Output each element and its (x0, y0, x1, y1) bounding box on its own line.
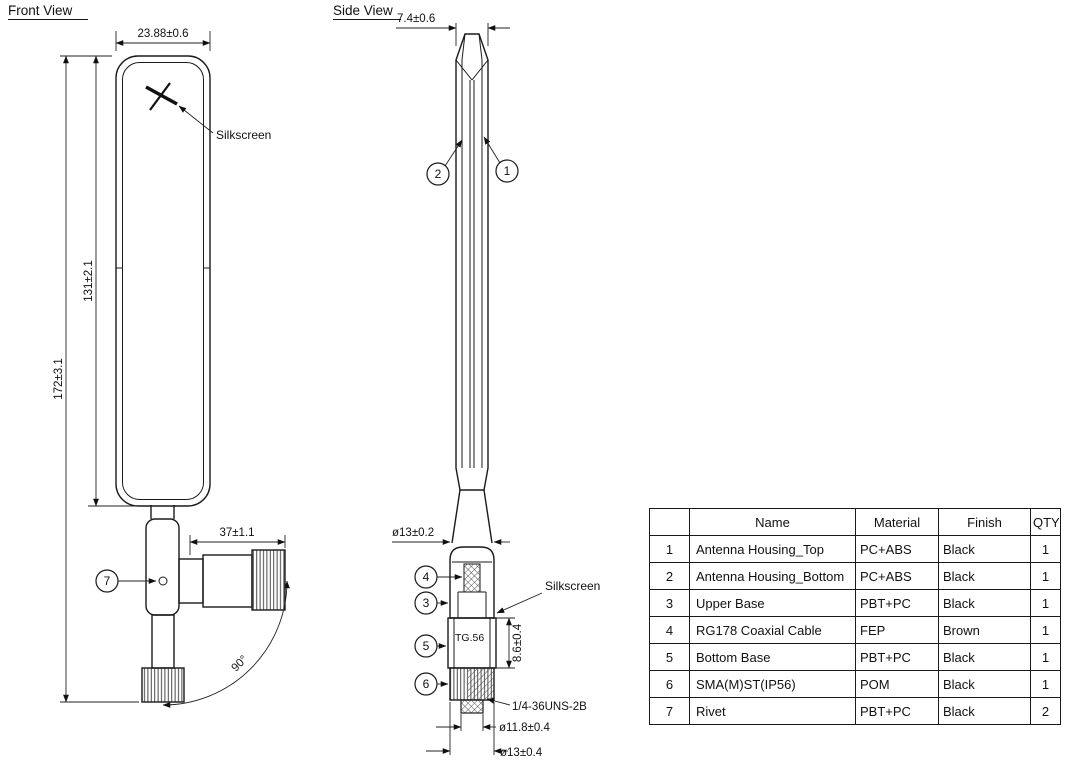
balloon-1: 1 (483, 136, 519, 183)
lower-tube-front (151, 614, 175, 669)
balloon-6: 6 (414, 672, 449, 696)
bom-header-material: Material (855, 508, 939, 536)
front-view-title: Front View (8, 3, 73, 18)
silkscreen-marking: TG.56 (455, 632, 484, 644)
bom-cell-material: PBT+PC (855, 697, 939, 725)
svg-text:7: 7 (104, 574, 111, 588)
svg-text:3: 3 (423, 596, 430, 610)
silkscreen-label-front: Silkscreen (216, 128, 271, 142)
bom-cell-name: RG178 Coaxial Cable (689, 616, 856, 644)
bom-cell-name: Antenna Housing_Bottom (689, 562, 856, 590)
bom-cell-name: Upper Base (689, 589, 856, 617)
hinge-body-front (141, 505, 185, 703)
bom-cell-no: 3 (649, 589, 690, 617)
dim-rotation-angle: 90° (229, 653, 250, 674)
bom-cell-material: POM (855, 670, 939, 698)
svg-text:1: 1 (504, 164, 511, 178)
sma-connector-front (178, 549, 286, 611)
bom-cell-material: FEP (855, 616, 939, 644)
bom-row: 5 Bottom Base PBT+PC Black 1 (649, 643, 1061, 671)
dim-thread-diameter: ø11.8±0.4 (499, 722, 550, 734)
bom-cell-no: 1 (649, 535, 690, 563)
bom-cell-no: 6 (649, 670, 690, 698)
bom-cell-name: Rivet (689, 697, 856, 725)
rotation-arc (162, 580, 290, 708)
silkscreen-mark (145, 82, 178, 111)
balloon-2: 2 (426, 139, 463, 186)
bom-header-no (649, 508, 690, 536)
bom-cell-material: PBT+PC (855, 589, 939, 617)
bom-cell-finish: Black (938, 670, 1031, 698)
rivet-front (158, 576, 168, 586)
bom-cell-no: 4 (649, 616, 690, 644)
bom-header-finish: Finish (938, 508, 1031, 536)
svg-text:6: 6 (423, 677, 430, 691)
bom-row: 6 SMA(M)ST(IP56) POM Black 1 (649, 670, 1061, 698)
bom-table: Name Material Finish QTY 1 Antenna Housi… (649, 508, 1061, 725)
sma-connector-side (449, 667, 495, 714)
balloon-5: 5 (414, 634, 447, 658)
upper-base-side (449, 546, 495, 619)
svg-text:4: 4 (423, 570, 430, 584)
svg-text:2: 2 (435, 167, 442, 181)
dim-overall-height: 172±3.1 (53, 358, 65, 400)
bom-cell-name: Antenna Housing_Top (689, 535, 856, 563)
bom-cell-qty: 2 (1030, 697, 1061, 725)
side-dimensions: 7.4±0.6 ø13±0.2 8.6±0.4 1/4-36UNS-2B ø11… (392, 13, 587, 759)
front-view: Front View Silkscreen (8, 3, 290, 708)
dim-base-height: 8.6±0.4 (512, 623, 524, 662)
bom-cell-name: SMA(M)ST(IP56) (689, 670, 856, 698)
bom-header-row: Name Material Finish QTY (649, 508, 1061, 536)
bom-cell-finish: Black (938, 535, 1031, 563)
silkscreen-leader (178, 105, 214, 134)
bom-cell-finish: Black (938, 697, 1031, 725)
balloon-3: 3 (414, 591, 449, 615)
bom-cell-material: PC+ABS (855, 562, 939, 590)
bom-cell-no: 2 (649, 562, 690, 590)
balloon-4: 4 (414, 565, 463, 589)
dim-connector-length: 37±1.1 (219, 527, 254, 539)
bottom-base-side: TG.56 (447, 617, 497, 669)
dim-base-diameter: ø13±0.2 (392, 527, 434, 539)
bom-cell-name: Bottom Base (689, 643, 856, 671)
svg-text:5: 5 (423, 639, 430, 653)
bom-row: 7 Rivet PBT+PC Black 2 (649, 697, 1061, 725)
bom-cell-material: PC+ABS (855, 535, 939, 563)
bottom-nut-front (141, 667, 185, 703)
silkscreen-label-side: Silkscreen (545, 579, 600, 593)
bom-cell-qty: 1 (1030, 562, 1061, 590)
dim-thickness: 7.4±0.6 (397, 13, 435, 25)
bom-cell-no: 5 (649, 643, 690, 671)
silkscreen-leader-side (496, 592, 543, 614)
bom-row: 1 Antenna Housing_Top PC+ABS Black 1 (649, 535, 1061, 563)
bom-cell-material: PBT+PC (855, 643, 939, 671)
antenna-blade-side (455, 33, 489, 491)
bom-row: 3 Upper Base PBT+PC Black 1 (649, 589, 1061, 617)
dim-blade-height: 131±2.1 (83, 260, 95, 302)
bom-cell-no: 7 (649, 697, 690, 725)
dim-nut-diameter: ø13±0.4 (500, 747, 543, 759)
bom-cell-qty: 1 (1030, 535, 1061, 563)
bom-cell-qty: 1 (1030, 643, 1061, 671)
bom-cell-qty: 1 (1030, 616, 1061, 644)
bom-cell-finish: Black (938, 562, 1031, 590)
dim-width: 23.88±0.6 (137, 28, 188, 40)
balloon-7: 7 (95, 569, 157, 593)
thread-spec-label: 1/4-36UNS-2B (512, 701, 587, 713)
blade-flare (451, 489, 493, 544)
bom-cell-finish: Black (938, 589, 1031, 617)
bom-cell-qty: 1 (1030, 670, 1061, 698)
bom-cell-finish: Black (938, 643, 1031, 671)
bom-cell-qty: 1 (1030, 589, 1061, 617)
bom-row: 4 RG178 Coaxial Cable FEP Brown 1 (649, 616, 1061, 644)
side-view: Side View (333, 3, 600, 759)
bom-cell-finish: Brown (938, 616, 1031, 644)
antenna-blade-front (115, 55, 211, 507)
bom-header-name: Name (689, 508, 856, 536)
side-view-title: Side View (333, 3, 393, 18)
bom-header-qty: QTY (1030, 508, 1061, 536)
bom-row: 2 Antenna Housing_Bottom PC+ABS Black 1 (649, 562, 1061, 590)
